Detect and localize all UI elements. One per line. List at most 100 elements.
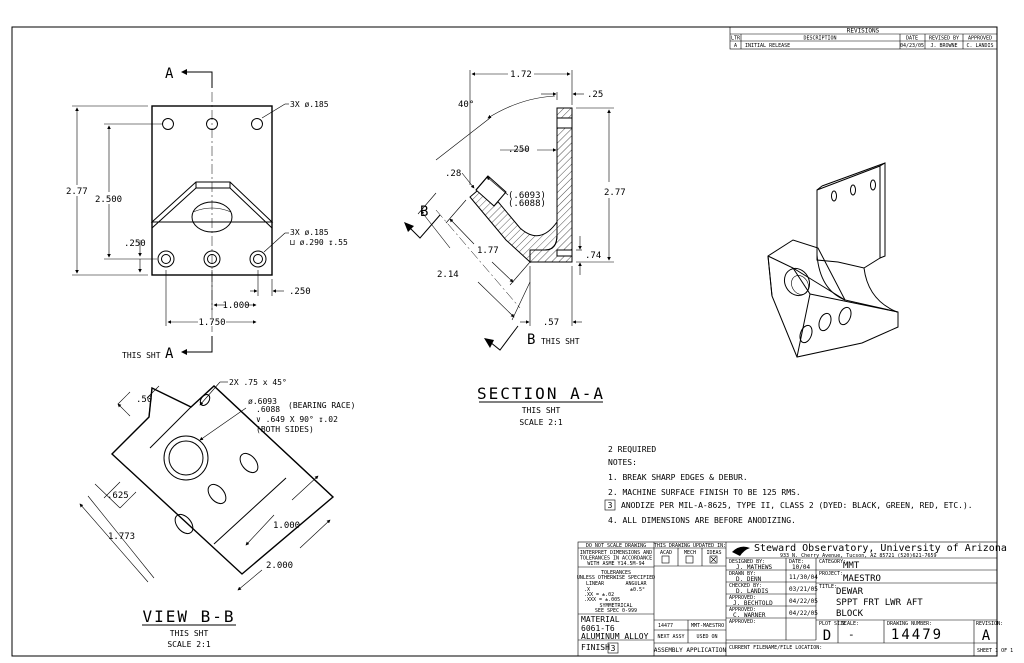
tb-designed-date: 10/04 (792, 564, 810, 571)
dim-section-edge: .28 (445, 169, 461, 179)
dim-section-base: .74 (585, 251, 601, 261)
dim-section-slant: 1.77 (477, 246, 499, 256)
note-bottom-holes-2: ⊔ ø.290 ↧.55 (290, 238, 348, 247)
tb-next-assy-num: 14477 (658, 623, 673, 629)
org-logo-icon (732, 546, 750, 556)
dim-front-spacing: 1.000 (222, 301, 249, 311)
tb-used-on: USED ON (696, 634, 717, 640)
dim-section-width: 1.72 (510, 70, 532, 80)
tb-title-label: TITLE: (819, 584, 837, 590)
sheet-border (11, 26, 998, 657)
tb-cad-acad: ACAD (660, 550, 672, 556)
tb-approved-1-date: 04/22/05 (789, 598, 818, 605)
iso-bore (783, 267, 811, 297)
front-view: A THIS SHT A 3X ø.185 3X ø.185 ⊔ ø.290 ↧… (66, 66, 348, 362)
dim-section-foot: .57 (543, 318, 559, 328)
tb-drawn-date: 11/30/04 (789, 574, 818, 581)
note-3: ANODIZE PER MIL-A-8625, TYPE II, CLASS 2… (621, 501, 973, 510)
note-bottom-holes-1: 3X ø.185 (290, 228, 329, 237)
dim-section-bore-1: (.6093) (508, 191, 546, 201)
view-bb-outline (110, 385, 335, 575)
cad-checkbox-ideas (709, 555, 718, 564)
rev-header-approved: APPROVED (968, 36, 992, 42)
title-block: DO NOT SCALE DRAWING INTERPRET DIMENSION… (577, 541, 1013, 657)
rev-row-description: INITIAL RELEASE (745, 43, 790, 49)
tb-interpret-3: WITH ASME Y14.5M-94 (587, 561, 644, 567)
notes-header: NOTES: (608, 458, 637, 467)
tb-material-1: 6061-T6 (581, 624, 615, 633)
tb-checked-by: D. LANDIS (736, 588, 769, 595)
tb-approved-label-3: APPROVED: (729, 619, 756, 625)
tb-tol-xx: .XX = ±.02 (584, 592, 614, 598)
tb-org-name: Steward Observatory, University of Arizo… (754, 543, 1007, 554)
dim-front-height: 2.77 (66, 187, 88, 197)
tb-plot-size-label: PLOT SIZE (819, 621, 846, 627)
tb-approved-label-2: APPROVED: (729, 607, 756, 613)
section-letter-b-top: B (420, 204, 428, 220)
tb-finish-flag: 3 (611, 644, 616, 653)
dim-bb-1000: 1.000 (273, 521, 300, 531)
note-both-sides: (BOTH SIDES) (256, 425, 314, 434)
tb-unless: UNLESS OTHERWISE SPECIFIED (577, 575, 655, 581)
section-view-subtitle: THIS SHT (522, 406, 561, 415)
rev-row-approved: C. LANDIS (966, 43, 993, 49)
tb-drawn-by: D. DENN (736, 576, 762, 583)
section-letter-a-bottom: A (165, 346, 174, 362)
dim-bb-625: .625 (107, 491, 129, 501)
dim-bb-50: .50 (136, 395, 152, 405)
rev-row-date: 04/23/05 (900, 43, 924, 49)
view-bb-scale: SCALE 2:1 (167, 640, 211, 649)
tb-sheet: SHEET 1 OF 1 (977, 648, 1013, 654)
tb-tol-ang: ±0.5° (630, 587, 645, 593)
tb-current-file-label: CURRENT FILENAME/FILE LOCATION: (729, 645, 822, 651)
front-bore (191, 201, 233, 233)
revisions-table: REVISIONS LTR DESCRIPTION DATE REVISED B… (729, 26, 998, 50)
dim-front-hole-height: 2.500 (95, 195, 122, 205)
rev-header-revised-by: REVISED BY (929, 36, 959, 42)
dim-section-slant-total: 2.14 (437, 270, 459, 280)
revisions-title: REVISIONS (847, 28, 880, 35)
tb-drawing-number-label: DRAWING NUMBER: (887, 621, 932, 627)
cad-checkbox-mech (685, 555, 694, 564)
view-bb-title: VIEW B-B (142, 607, 235, 626)
tb-plot-size: D (823, 628, 831, 644)
tb-scale: - (848, 628, 855, 641)
tb-cad-ideas: IDEAS (706, 550, 721, 556)
tb-tol-x: .X (584, 587, 590, 593)
view-bb-bore (163, 435, 209, 481)
dim-section-wall: .250 (508, 145, 530, 155)
tb-title-3: BLOCK (836, 609, 864, 619)
rev-header-description: DESCRIPTION (803, 36, 836, 42)
tb-tolerances: TOLERANCES (601, 570, 631, 576)
tb-checked-date: 03/21/05 (789, 586, 818, 593)
section-view-title: SECTION A-A (477, 384, 605, 403)
tb-date-label: DATE: (789, 559, 804, 565)
dim-front-width: 1.750 (198, 318, 225, 328)
section-view-scale: SCALE 2:1 (519, 418, 563, 427)
tb-linear: LINEAR (586, 581, 605, 587)
dim-section-bore-2: (.6088) (508, 199, 546, 209)
note-bore-1a: ø.6093 (248, 397, 277, 406)
tb-approved-2-date: 04/22/05 (789, 610, 818, 617)
tb-revision-label: REVISION: (976, 621, 1003, 627)
tb-angular: ANGULAR (625, 581, 647, 587)
tb-project: MAESTRO (843, 574, 881, 584)
section-this-sht-a: THIS SHT (122, 351, 161, 360)
tb-category-label: CATEGORY: (819, 559, 846, 565)
tb-do-not-scale: DO NOT SCALE DRAWING (586, 543, 646, 549)
tb-cad-mech: MECH (684, 550, 696, 556)
tb-designed-by: J. MATHEWS (736, 564, 773, 571)
tb-assembly-app: ASSEMBLY APPLICATION (654, 647, 727, 654)
isometric-view (767, 162, 899, 358)
tb-see-spec: SEE SPEC 0-999 (595, 608, 637, 614)
tb-approved-2: C. WARNER (733, 612, 766, 619)
tb-category: MMT (843, 561, 860, 571)
tb-approved-label-1: APPROVED: (729, 595, 756, 601)
section-letter-a-top: A (165, 66, 174, 82)
dim-front-edge-bottom: .250 (289, 287, 311, 297)
tb-finish-label: FINISH (581, 643, 610, 652)
note-4: 4. ALL DIMENSIONS ARE BEFORE ANODIZING. (608, 516, 796, 525)
notes-quantity: 2 REQUIRED (608, 445, 656, 454)
view-b-b: 2X .75 x 45° ø.6093 .6088 (BEARING RACE)… (79, 378, 355, 649)
tb-interpret-1: INTERPRET DIMENSIONS AND (580, 550, 652, 556)
